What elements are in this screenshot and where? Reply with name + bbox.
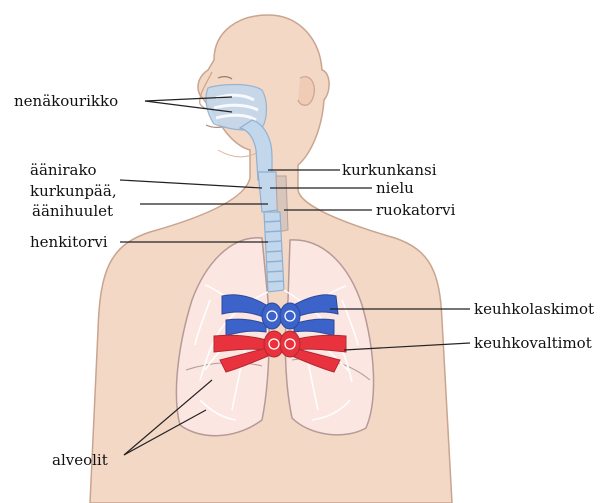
leader-aanirako bbox=[120, 180, 262, 188]
label-keuhkovaltimot: keuhkovaltimot bbox=[474, 334, 592, 352]
label-aanirako: äänirako bbox=[30, 161, 97, 179]
label-kurkunpaa-line2: äänihuulet bbox=[32, 202, 113, 220]
label-henkitorvi: henkitorvi bbox=[30, 233, 108, 251]
label-keuhkolaskimot: keuhkolaskimot bbox=[474, 300, 594, 318]
larynx bbox=[258, 172, 278, 212]
label-nielu: nielu bbox=[376, 179, 414, 197]
label-ruokatorvi: ruokatorvi bbox=[376, 201, 456, 219]
label-kurkunkansi: kurkunkansi bbox=[342, 161, 437, 179]
label-alveolit: alveolit bbox=[52, 451, 108, 469]
ear bbox=[298, 77, 314, 106]
label-nenakourikko: nenäkourikko bbox=[14, 92, 118, 110]
label-kurkunpaa-line1: kurkunpää, bbox=[30, 182, 117, 200]
